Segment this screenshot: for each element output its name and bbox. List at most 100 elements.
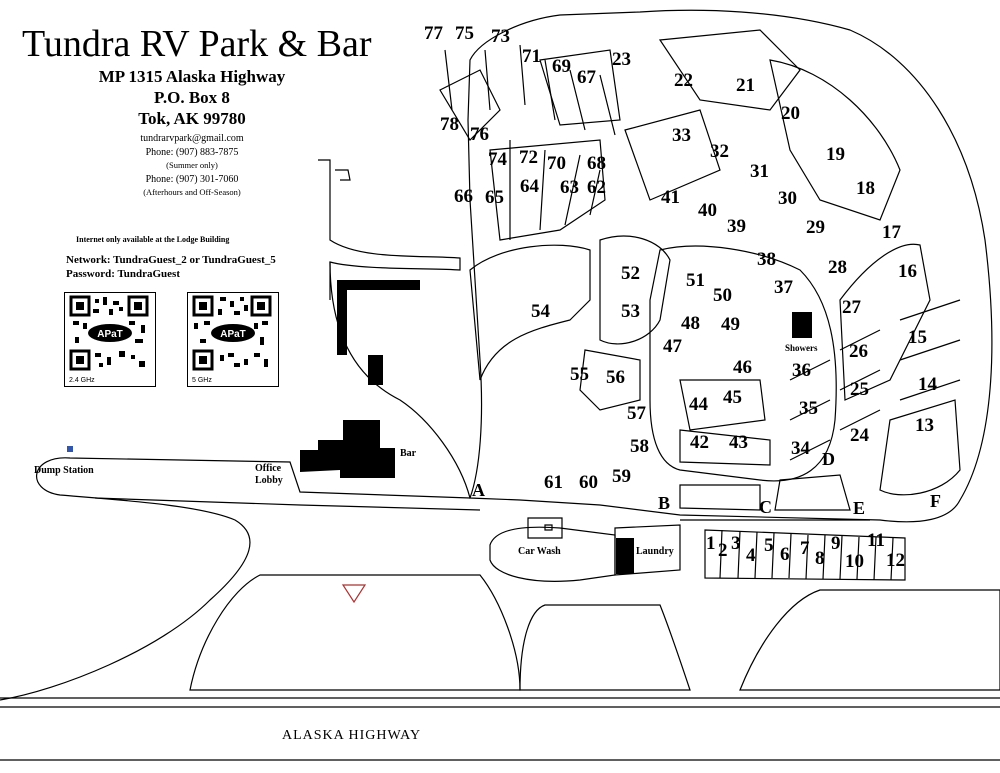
site-label: 73 [491, 26, 510, 47]
address-line2: P.O. Box 8 [154, 88, 230, 107]
office-label: Office [255, 463, 282, 474]
site-label: 22 [674, 70, 693, 91]
site-label: 60 [579, 472, 598, 493]
laundry-label: Laundry [636, 546, 674, 557]
site-label: 62 [587, 177, 606, 198]
site-label: 38 [757, 249, 776, 270]
entry-letter-d: D [822, 449, 835, 469]
site-label: 32 [710, 141, 729, 162]
site-label: 65 [485, 187, 504, 208]
site-label: 8 [815, 548, 825, 569]
site-label: 17 [882, 222, 901, 243]
password-text: Password: TundraGuest [66, 268, 181, 280]
site-label: 55 [570, 364, 589, 385]
site-label: 20 [781, 103, 800, 124]
site-label: 9 [831, 533, 841, 554]
qr-pattern-icon: APaT [69, 295, 149, 371]
site-label: 44 [689, 394, 708, 415]
showers-label: Showers [785, 343, 818, 353]
entry-letter-e: E [853, 498, 866, 518]
site-label: 78 [440, 114, 459, 135]
site-label: 54 [531, 301, 550, 322]
dump-road [0, 457, 471, 701]
site-label: 51 [686, 270, 705, 291]
email: tundrarvpark@gmail.com [140, 133, 244, 144]
site-label: 24 [850, 425, 869, 446]
park-boundary [467, 9, 993, 523]
site-label: 57 [627, 403, 646, 424]
site-label: 39 [727, 216, 746, 237]
site-label: 4 [746, 545, 756, 566]
bar-building [300, 420, 395, 478]
qr-pattern-icon: APaT [192, 295, 272, 371]
qr-code-24ghz: APaT 2.4 GHz [64, 292, 156, 387]
address-line3: Tok, AK 99780 [138, 109, 246, 128]
site-label: 3 [731, 533, 741, 554]
phone-off: Phone: (907) 301-7060 [145, 174, 239, 185]
site-label: 61 [544, 472, 563, 493]
entry-letter-b: B [658, 493, 671, 513]
site-label: 75 [455, 23, 474, 44]
site-label: 34 [791, 438, 810, 459]
site-label: 37 [774, 277, 793, 298]
entry-letter-c: C [759, 497, 772, 517]
lodge-annex [368, 355, 383, 385]
site-label: 41 [661, 187, 680, 208]
site-label: 16 [898, 261, 917, 282]
site-label: 36 [792, 360, 811, 381]
entry-letter-a: A [472, 480, 485, 500]
site-label: 5 [764, 535, 774, 556]
lodge-wing [337, 280, 420, 355]
site-label: 27 [842, 297, 861, 318]
site-label: 25 [850, 379, 869, 400]
site-label: 72 [519, 147, 538, 168]
laundry-building [616, 538, 634, 574]
site-label: 74 [488, 149, 507, 170]
site-label: 28 [828, 257, 847, 278]
site-label: 46 [733, 357, 752, 378]
qr-24ghz-label: 2.4 GHz [69, 377, 95, 384]
site-label: 48 [681, 313, 700, 334]
inner-loop [649, 245, 837, 482]
site-label: 70 [547, 153, 566, 174]
site-label: 6 [780, 544, 790, 565]
site-label: 68 [587, 153, 606, 174]
site-label: 7 [800, 538, 810, 559]
site-label: 19 [826, 144, 845, 165]
site-label: 58 [630, 436, 649, 457]
site-label: 10 [845, 551, 864, 572]
qr-logo-text: APaT [97, 329, 123, 340]
park-title: Tundra RV Park & Bar [22, 23, 372, 65]
dump-station-label: Dump Station [34, 465, 94, 476]
network-text: Network: TundraGuest_2 or TundraGuest_5 [66, 254, 276, 266]
highway-label: ALASKA HIGHWAY [282, 728, 422, 743]
phone-summer-note: (Summer only) [166, 160, 218, 170]
lobby-label: Lobby [255, 475, 283, 486]
site-label: 50 [713, 285, 732, 306]
site-label: 49 [721, 314, 740, 335]
site-label: 23 [612, 49, 631, 70]
site-label: 43 [729, 432, 748, 453]
site-label: 53 [621, 301, 640, 322]
site-label: 14 [918, 374, 937, 395]
internet-note: Internet only available at the Lodge Bui… [76, 235, 230, 244]
site-label: 66 [454, 186, 473, 207]
site-label: 1 [706, 533, 716, 554]
site-label: 77 [424, 23, 443, 44]
site-label: 59 [612, 466, 631, 487]
address-line1: MP 1315 Alaska Highway [98, 67, 286, 86]
qr-5ghz-label: 5 GHz [192, 377, 212, 384]
site-label: 64 [520, 176, 539, 197]
site-label: 71 [522, 46, 541, 67]
dump-station-marker [67, 446, 73, 452]
site-label: 35 [799, 398, 818, 419]
site-label: 67 [577, 67, 596, 88]
car-wash-label: Car Wash [518, 546, 561, 557]
qr-code-5ghz: APaT 5 GHz [187, 292, 279, 387]
site-label: 21 [736, 75, 755, 96]
site-label: 52 [621, 263, 640, 284]
site-label: 69 [552, 56, 571, 77]
site-label: 76 [470, 124, 489, 145]
phone-summer: Phone: (907) 883-7875 [145, 147, 239, 158]
